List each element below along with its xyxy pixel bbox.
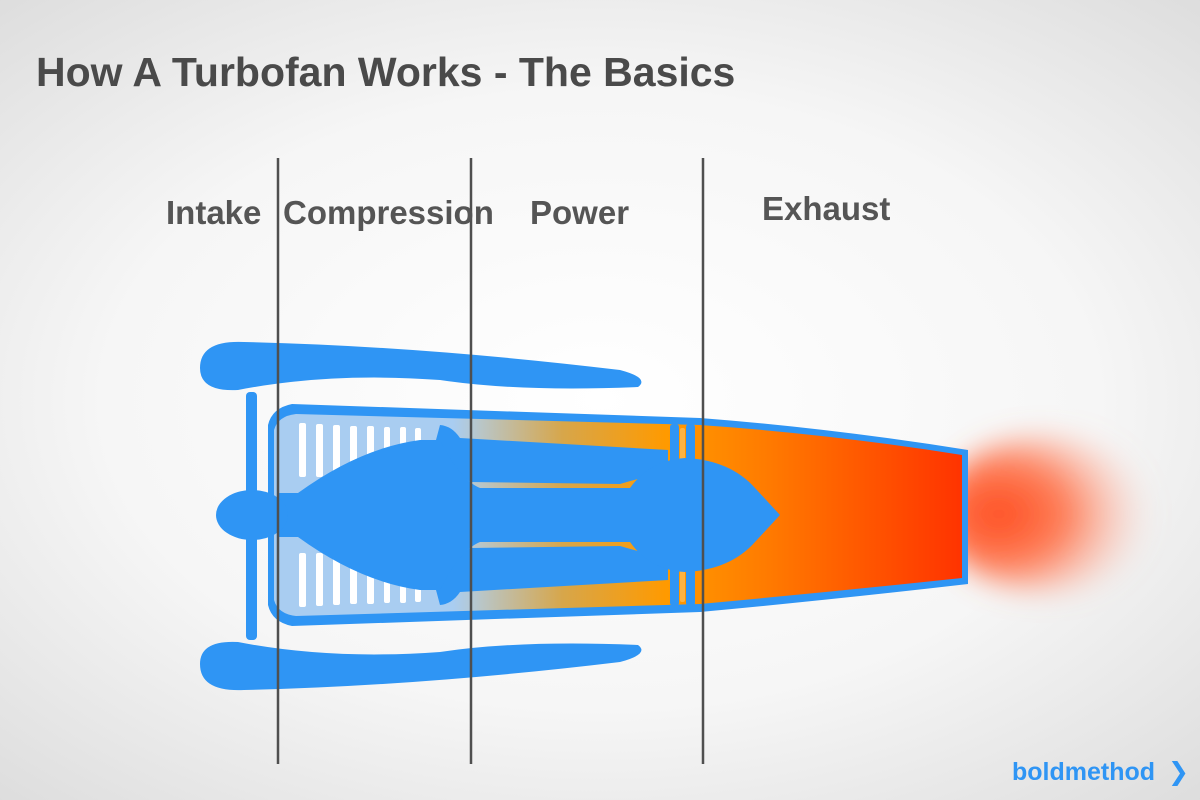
stage-label-intake: Intake <box>166 194 261 231</box>
stage-label-exhaust: Exhaust <box>762 190 890 227</box>
combustor-liner-top <box>436 425 668 484</box>
nacelle-top <box>200 341 642 391</box>
combustor-liner-bottom <box>436 546 668 605</box>
fan-blade-disk <box>246 392 257 640</box>
nacelle-bottom <box>200 641 642 691</box>
stage-label-compression: Compression <box>283 194 494 231</box>
exhaust-plume <box>940 436 1150 592</box>
brand-name: boldmethod <box>1012 758 1155 786</box>
page-title: How A Turbofan Works - The Basics <box>36 49 735 95</box>
brand-chevron-icon: ❯ <box>1168 758 1189 786</box>
brand-logo: boldmethod ❯ <box>1012 758 1189 786</box>
engine-shaft-spool <box>278 440 780 590</box>
turbine-blade-gaps <box>680 428 685 602</box>
stage-label-power: Power <box>530 194 629 231</box>
